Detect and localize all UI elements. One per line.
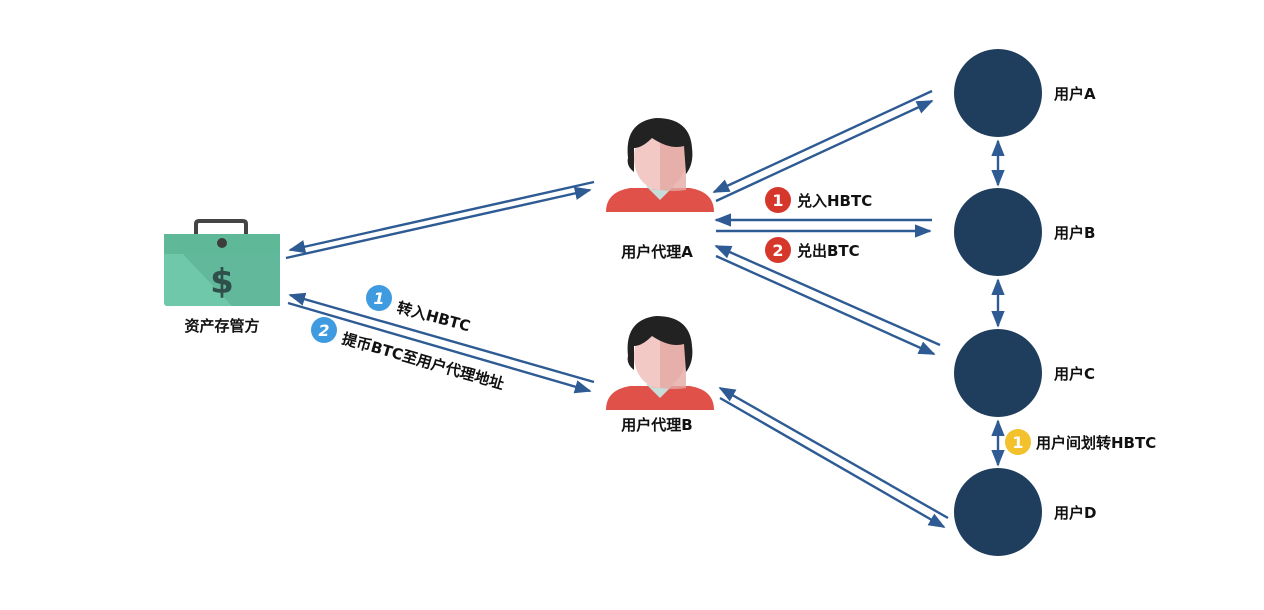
svg-text:1: 1 <box>373 289 384 308</box>
step-badge-exchange-in: 1 兑入HBTC <box>765 187 872 213</box>
svg-text:1: 1 <box>1012 433 1023 452</box>
arrow-agent-a-to-user-c <box>716 256 934 354</box>
arrow-user-a-to-agent-a <box>714 91 932 192</box>
person-icon <box>606 118 714 212</box>
step-label-exchange-in: 兑入HBTC <box>797 192 872 210</box>
svg-text:$: $ <box>210 262 234 302</box>
step-badge-user-transfer: 1 用户间划转HBTC <box>1005 429 1156 455</box>
arrow-agent-a-to-custodian <box>290 182 594 250</box>
money-box-icon: $ <box>164 221 280 306</box>
step-label-transfer-in: 转入HBTC <box>395 298 472 335</box>
person-icon <box>606 316 714 410</box>
step-label-exchange-out: 兑出BTC <box>797 242 860 260</box>
agent-a-label: 用户代理A <box>621 243 693 261</box>
arrow-user-d-to-agent-b <box>720 388 948 518</box>
agent-b-label: 用户代理B <box>621 416 692 434</box>
arrow-agent-a-to-user-a <box>716 101 932 201</box>
user-a-avatar <box>954 49 1042 137</box>
step-badge-transfer-in: 1 转入HBTC <box>366 285 472 335</box>
step-label-user-transfer: 用户间划转HBTC <box>1036 434 1156 452</box>
user-a-label: 用户A <box>1054 85 1096 103</box>
user-d-label: 用户D <box>1054 504 1096 522</box>
user-b-avatar <box>954 188 1042 276</box>
arrow-agent-b-to-user-d <box>720 398 944 527</box>
custodian-label: 资产存管方 <box>184 317 259 335</box>
arrow-user-c-to-agent-a <box>716 246 940 345</box>
svg-text:1: 1 <box>772 191 783 210</box>
user-c-avatar <box>954 329 1042 417</box>
svg-text:2: 2 <box>772 241 783 260</box>
user-c-label: 用户C <box>1054 365 1095 383</box>
step-label-withdraw: 提币BTC至用户代理地址 <box>340 330 506 394</box>
user-d-avatar <box>954 468 1042 556</box>
step-badge-exchange-out: 2 兑出BTC <box>765 237 860 263</box>
user-b-label: 用户B <box>1054 224 1095 242</box>
arrow-custodian-to-agent-a <box>286 190 590 258</box>
svg-text:2: 2 <box>318 321 329 340</box>
